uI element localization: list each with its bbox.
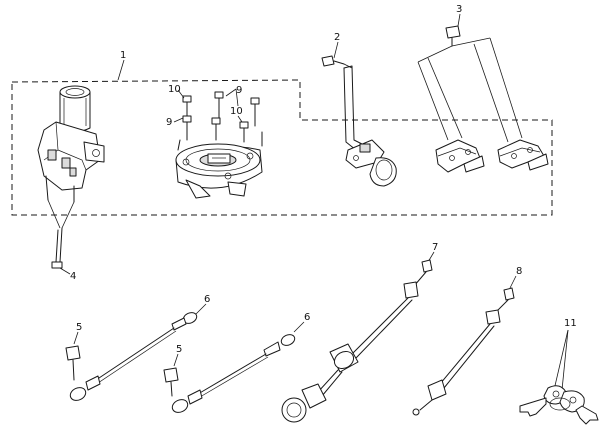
callout-6-upper: 6: [195, 294, 210, 315]
callout-10-right: 10: [230, 106, 243, 123]
callout-5-lower: 5: [173, 344, 182, 367]
callout-6-lower: 6: [293, 312, 310, 333]
bolt-5-upper: [65, 345, 81, 381]
bolt-3: [445, 25, 461, 47]
callout-2: 2: [333, 32, 340, 59]
svg-text:2: 2: [334, 32, 340, 43]
svg-text:7: 7: [432, 242, 438, 253]
svg-text:3: 3: [456, 4, 462, 15]
callout-3: 3: [456, 4, 462, 27]
callout-10-left: 10: [168, 84, 185, 99]
ignition-keys: [519, 385, 599, 425]
callout-7: 7: [427, 242, 438, 263]
screw-4: [51, 227, 63, 269]
svg-text:6: 6: [304, 312, 310, 323]
mount-bracket-left: [435, 139, 485, 173]
svg-text:5: 5: [176, 344, 182, 355]
svg-text:10: 10: [168, 84, 181, 95]
bolt-2: [321, 55, 345, 67]
safety-wire-lower: [171, 334, 296, 413]
callout-5-upper: 5: [73, 322, 82, 345]
svg-text:8: 8: [516, 266, 522, 277]
svg-text:4: 4: [70, 271, 76, 282]
svg-text:9: 9: [166, 117, 172, 128]
callout-8: 8: [509, 266, 522, 289]
ignition-switch: [37, 85, 105, 203]
cap-bolts: [177, 91, 263, 151]
lock-bracket: [343, 65, 397, 187]
svg-text:6: 6: [204, 294, 210, 305]
svg-text:10: 10: [230, 106, 243, 117]
svg-text:5: 5: [76, 322, 82, 333]
svg-text:1: 1: [120, 50, 126, 61]
fuel-tank-cap: [175, 143, 263, 199]
seat-lock-cable: [281, 259, 433, 423]
svg-text:9: 9: [236, 85, 242, 96]
bolt-5-lower: [163, 367, 179, 397]
callout-1: 1: [117, 50, 126, 81]
callout-9-left: 9: [166, 117, 184, 128]
callout-4: 4: [59, 267, 76, 282]
mount-bracket-right: [497, 139, 549, 171]
callout-11: 11: [553, 318, 577, 391]
svg-text:11: 11: [564, 318, 577, 329]
safety-wire-upper: [69, 312, 198, 401]
short-cable: [412, 287, 515, 416]
assembly-dashed-boundary: [11, 79, 553, 216]
callout-9-top: 9: [225, 85, 242, 107]
